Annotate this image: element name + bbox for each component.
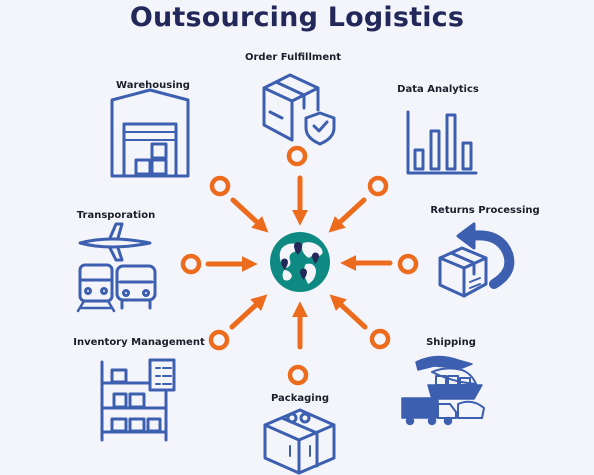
- arrow-shipping: [329, 294, 368, 330]
- return-box-icon: [438, 222, 515, 298]
- arrow-inventory-management: [229, 294, 268, 330]
- globe-icon: [270, 232, 330, 292]
- dot-returns-processing: [397, 253, 419, 275]
- dot-order-fulfillment: [286, 145, 308, 167]
- dot-inventory-management: [208, 329, 230, 351]
- label-inventory-management: Inventory Management: [73, 337, 205, 348]
- label-returns-processing: Returns Processing: [430, 205, 540, 216]
- label-transporation: Transporation: [76, 210, 156, 221]
- dot-shipping: [369, 328, 391, 350]
- label-order-fulfillment: Order Fulfillment: [244, 52, 342, 63]
- label-packaging: Packaging: [271, 393, 329, 404]
- dot-packaging: [287, 364, 309, 386]
- label-shipping: Shipping: [426, 337, 476, 348]
- dot-data-analytics: [367, 175, 389, 197]
- arrow-data-analytics: [328, 197, 367, 233]
- cargo-ship-plane-icon: [401, 355, 485, 426]
- label-data-analytics: Data Analytics: [397, 84, 479, 95]
- dot-warehousing: [209, 175, 231, 197]
- package-shield-icon: [262, 73, 336, 146]
- dot-transporation: [180, 253, 202, 275]
- diagram-title: Outsourcing Logistics: [129, 2, 465, 33]
- box-icon: [263, 408, 336, 475]
- shelves-clipboard-icon: [100, 358, 176, 442]
- plane-train-bus-icon: [76, 222, 157, 313]
- arrow-warehousing: [230, 197, 269, 233]
- warehouse-icon: [110, 88, 190, 178]
- bar-chart-icon: [406, 110, 478, 175]
- label-warehousing: Warehousing: [116, 80, 190, 91]
